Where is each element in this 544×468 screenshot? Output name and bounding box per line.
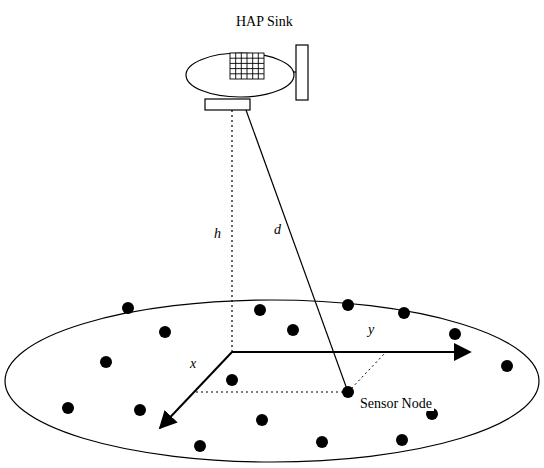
ground-area (5, 300, 539, 462)
sensor-dot (501, 360, 513, 372)
height-label: h (214, 226, 221, 241)
sensor-dot (62, 402, 74, 414)
sensor-dot (226, 374, 238, 386)
sensor-dot (287, 324, 299, 336)
sensor-dot (256, 414, 268, 426)
sensor-dot (398, 307, 410, 319)
sensor-dot (342, 386, 354, 398)
sensor-dot (122, 302, 134, 314)
sensor-dot (100, 356, 112, 368)
sensor-dot (396, 434, 408, 446)
sensor-dot (134, 404, 146, 416)
projection-line (348, 352, 386, 392)
sensor-dot (254, 304, 266, 316)
platform-label: HAP Sink (236, 14, 293, 29)
sensor-dot (449, 328, 461, 340)
sensor-dot (342, 299, 354, 311)
sensor-dot (194, 440, 206, 452)
distance-label: d (274, 222, 281, 237)
sensor-dot (159, 326, 171, 338)
x-axis (160, 352, 232, 428)
axis-label: x (190, 356, 196, 371)
hap-airship (186, 45, 308, 110)
y-axis (232, 351, 470, 353)
projection-line (194, 392, 348, 393)
node-label: Sensor Node (358, 396, 434, 411)
axis-label: y (368, 322, 374, 337)
sensor-dots (62, 299, 513, 452)
height-line (231, 110, 232, 352)
distance-line (246, 110, 348, 392)
sensor-dot (316, 436, 328, 448)
